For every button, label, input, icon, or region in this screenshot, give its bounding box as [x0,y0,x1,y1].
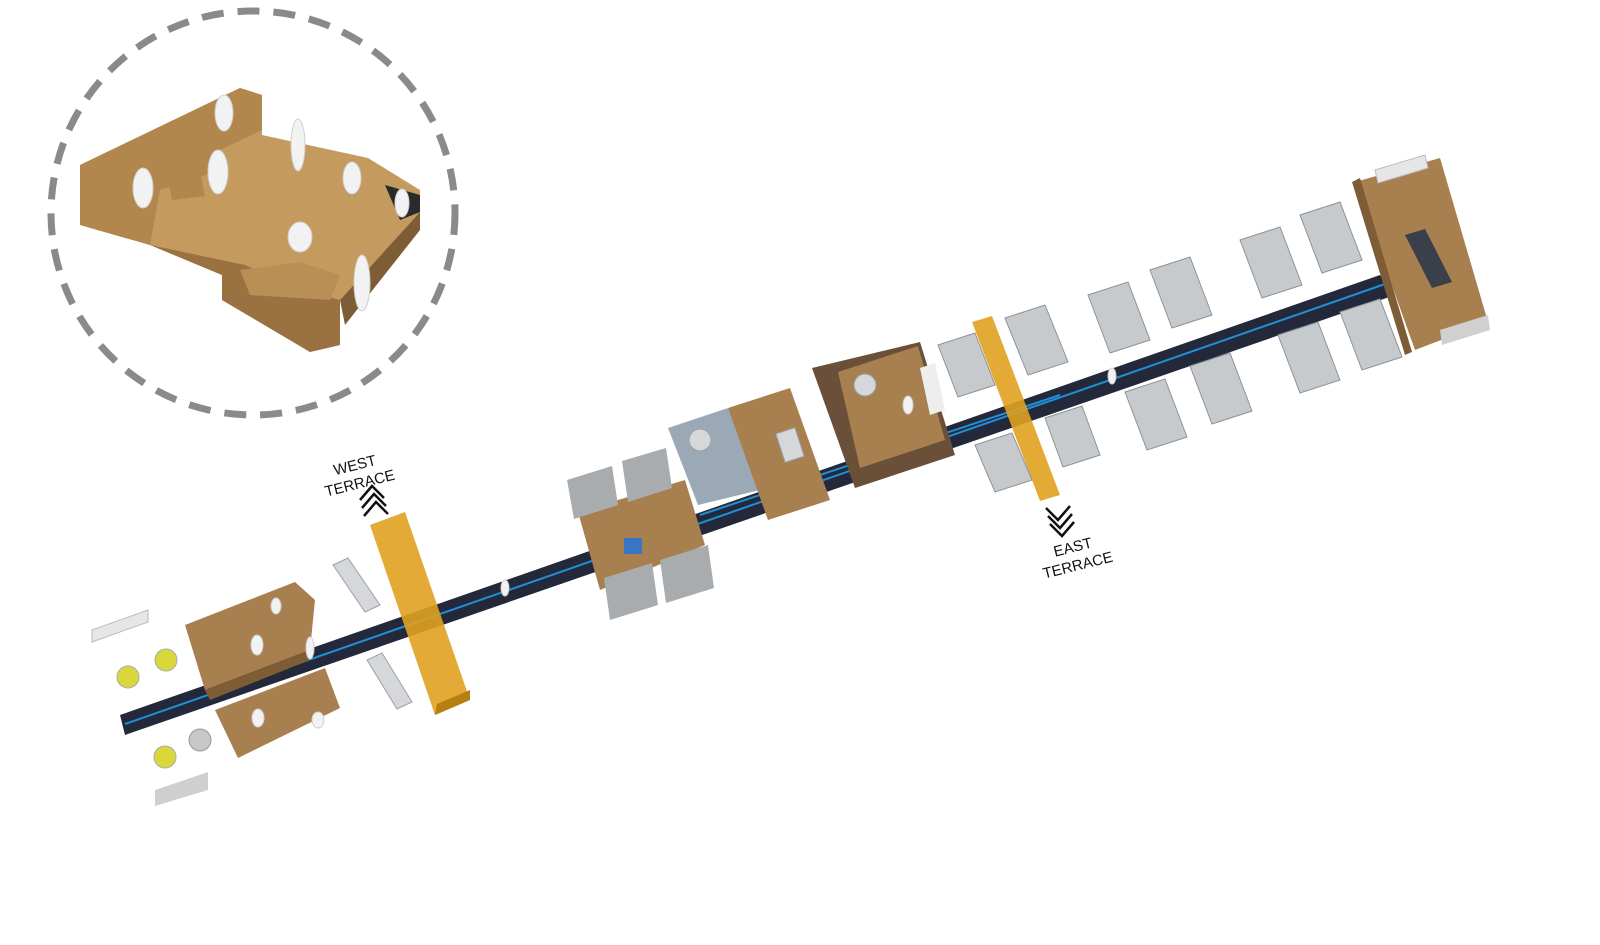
person-icon [214,94,234,132]
table-cluster-icon [366,652,413,710]
grey-pouf [188,728,212,752]
wayfinding-panel [624,538,642,554]
boardroom-sign [1374,154,1429,184]
spine-figures [500,367,1117,597]
table-cluster-icon [974,432,1033,493]
stepped-seating-north [185,582,315,690]
table-cluster-icon [937,332,996,398]
grey-box [622,448,672,502]
table-cluster-icon [332,557,381,613]
storage-cabinet [920,363,945,415]
person-icon [353,254,371,312]
person-icon [251,708,265,728]
inset-figures [132,94,410,312]
chevron-up-icon [359,484,389,517]
person-icon [902,395,914,415]
person-icon [287,221,313,253]
person-icon [132,167,154,209]
table-cluster-icon [1239,226,1303,299]
table-cluster-icon [1277,321,1341,394]
person-icon [270,597,282,615]
grey-box [567,466,618,519]
central-hub [567,448,714,620]
sofa [775,427,805,463]
focus-rooms [668,342,955,520]
east-terrace [972,316,1060,501]
person-icon [394,188,410,218]
west-meeting-tables [332,557,413,710]
bench [155,772,208,806]
table-cluster-icon [1004,304,1069,376]
yellow-pouf [154,648,178,672]
cork-seating-block [80,88,420,352]
chevron-down-icon [1045,505,1075,538]
person-icon [342,161,362,195]
west-terrace-label: WEST TERRACE [323,452,397,517]
round-table [853,373,877,397]
table-cluster-icon [1087,281,1151,354]
table-cluster-icon [1299,201,1363,274]
round-table [688,428,712,452]
boardroom [1352,154,1490,355]
table-cluster-icon [1124,378,1188,451]
person-icon [305,636,315,660]
person-icon [250,634,264,656]
table-cluster-icon [1339,298,1403,371]
table-cluster-icon [1189,352,1253,425]
desk-clusters [937,201,1403,493]
yellow-pouf [116,665,140,689]
stepped-seating-south [215,668,340,758]
boardroom-table [1405,229,1452,288]
person-icon [290,118,306,172]
person-icon [500,579,510,597]
reception-sign [91,609,149,643]
table-cluster-icon [1044,405,1101,468]
table-cluster-icon [1149,256,1213,329]
grey-box [604,563,658,620]
grey-box [660,545,714,603]
west-lobby [91,582,340,806]
west-terrace [370,512,470,715]
east-terrace-label: EAST TERRACE [1041,505,1115,583]
detail-inset [47,7,459,419]
person-icon [1107,367,1117,385]
person-icon [207,149,229,195]
person-icon [311,711,325,729]
yellow-pouf [153,745,177,769]
detail-dashed-circle [47,7,459,419]
